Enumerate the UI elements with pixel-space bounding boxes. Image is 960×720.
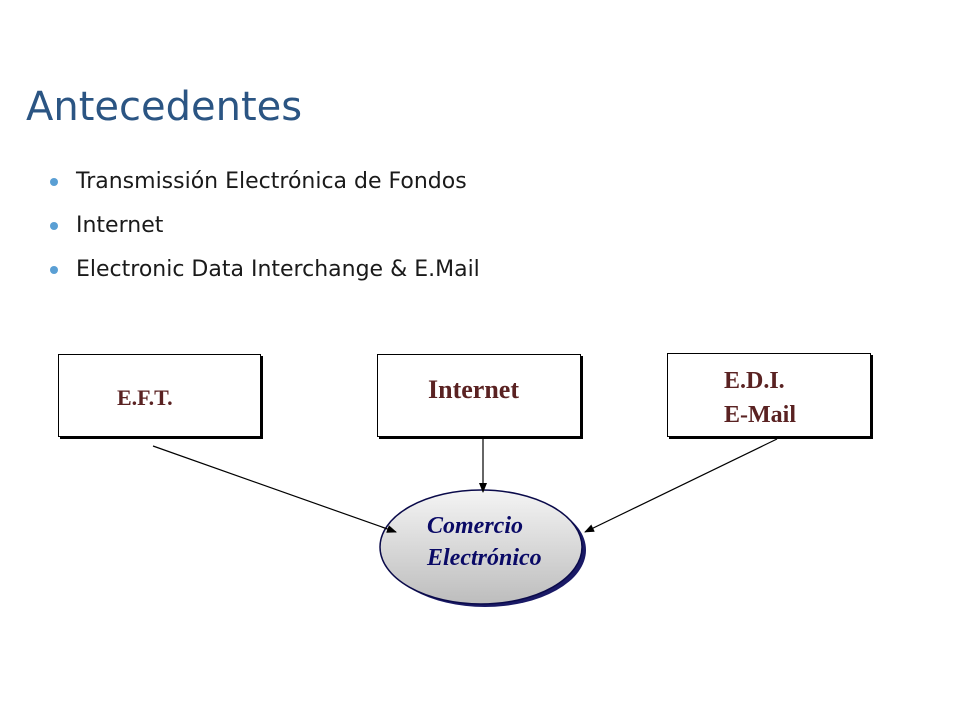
- eft-label: E.F.T.: [117, 385, 173, 410]
- arrow-edi-to-center: [584, 438, 778, 533]
- bullet-dot-icon: [50, 222, 58, 230]
- internet-box: Internet: [377, 354, 581, 437]
- arrow-eft-to-center: [152, 445, 397, 533]
- comercio-label: Comercio Electrónico: [427, 510, 542, 574]
- bullet-item: Internet: [48, 204, 480, 248]
- bullet-item: Transmissión Electrónica de Fondos: [48, 160, 480, 204]
- email-label: E-Mail: [724, 402, 796, 428]
- bullet-dot-icon: [50, 266, 58, 274]
- bullet-dot-icon: [50, 178, 58, 186]
- bullet-item: Electronic Data Interchange & E.Mail: [48, 248, 480, 292]
- slide-title: Antecedentes: [26, 84, 303, 130]
- bullet-text: Internet: [76, 213, 164, 238]
- edi-label: E.D.I.: [724, 368, 785, 394]
- edi-box: E.D.I. E-Mail: [667, 353, 871, 437]
- internet-label: Internet: [428, 375, 519, 404]
- bullet-text: Transmissión Electrónica de Fondos: [76, 169, 467, 194]
- bullet-text: Electronic Data Interchange & E.Mail: [76, 257, 480, 282]
- comercio-label-line2: Electrónico: [427, 545, 542, 571]
- eft-box: E.F.T.: [58, 354, 261, 437]
- comercio-label-line1: Comercio: [427, 513, 523, 539]
- bullet-list: Transmissión Electrónica de Fondos Inter…: [48, 160, 480, 292]
